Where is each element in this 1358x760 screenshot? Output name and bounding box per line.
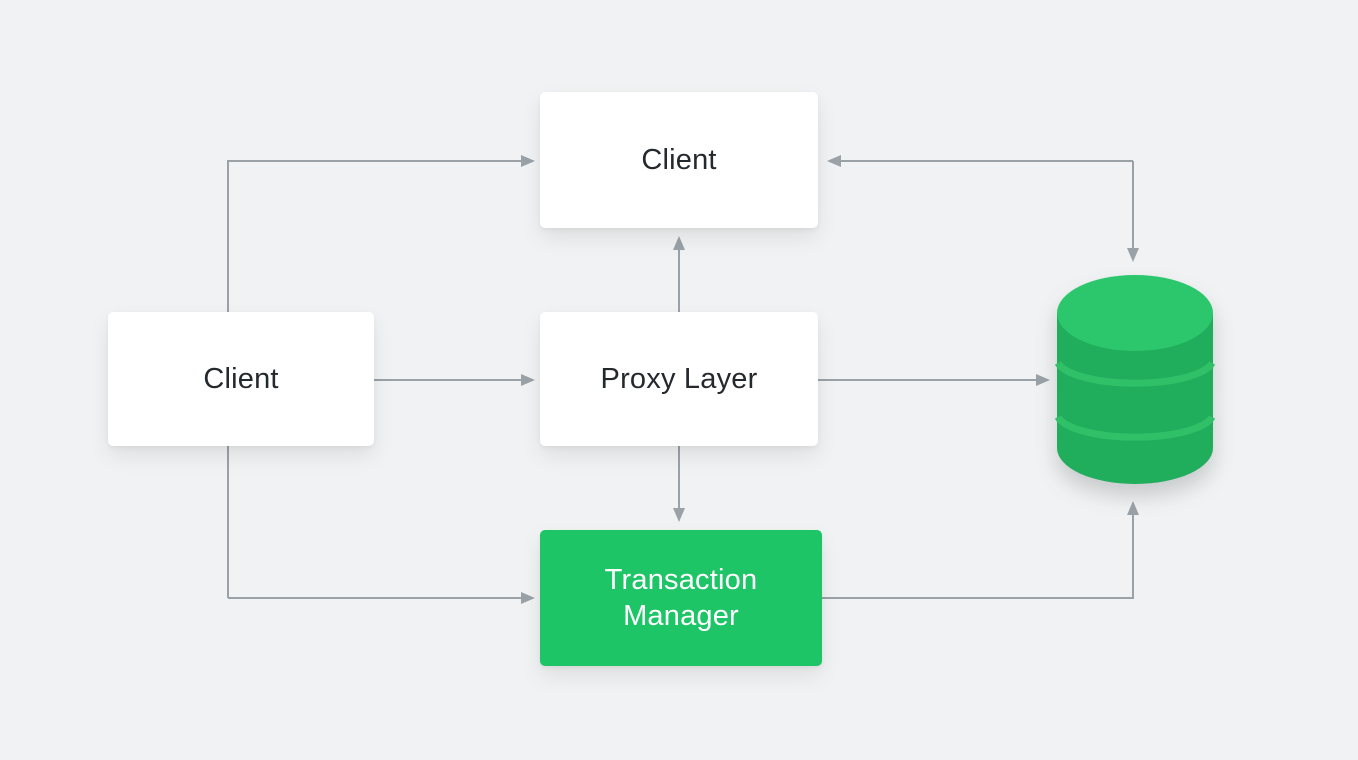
node-transaction-manager-label: Transaction Manager: [604, 563, 758, 632]
node-client-left: Client: [108, 312, 374, 446]
node-client-left-label: Client: [203, 362, 279, 395]
node-client-top-label: Client: [641, 143, 717, 176]
node-proxy-layer-label: Proxy Layer: [600, 362, 758, 395]
node-proxy-layer: Proxy Layer: [540, 312, 818, 446]
database-icon: [1054, 275, 1216, 484]
edge-client-left-to-client-top: [227, 155, 535, 598]
node-transaction-manager: Transaction Manager: [540, 530, 822, 666]
node-client-top: Client: [540, 92, 818, 228]
edge-transaction-manager-to-database: [818, 501, 1139, 599]
